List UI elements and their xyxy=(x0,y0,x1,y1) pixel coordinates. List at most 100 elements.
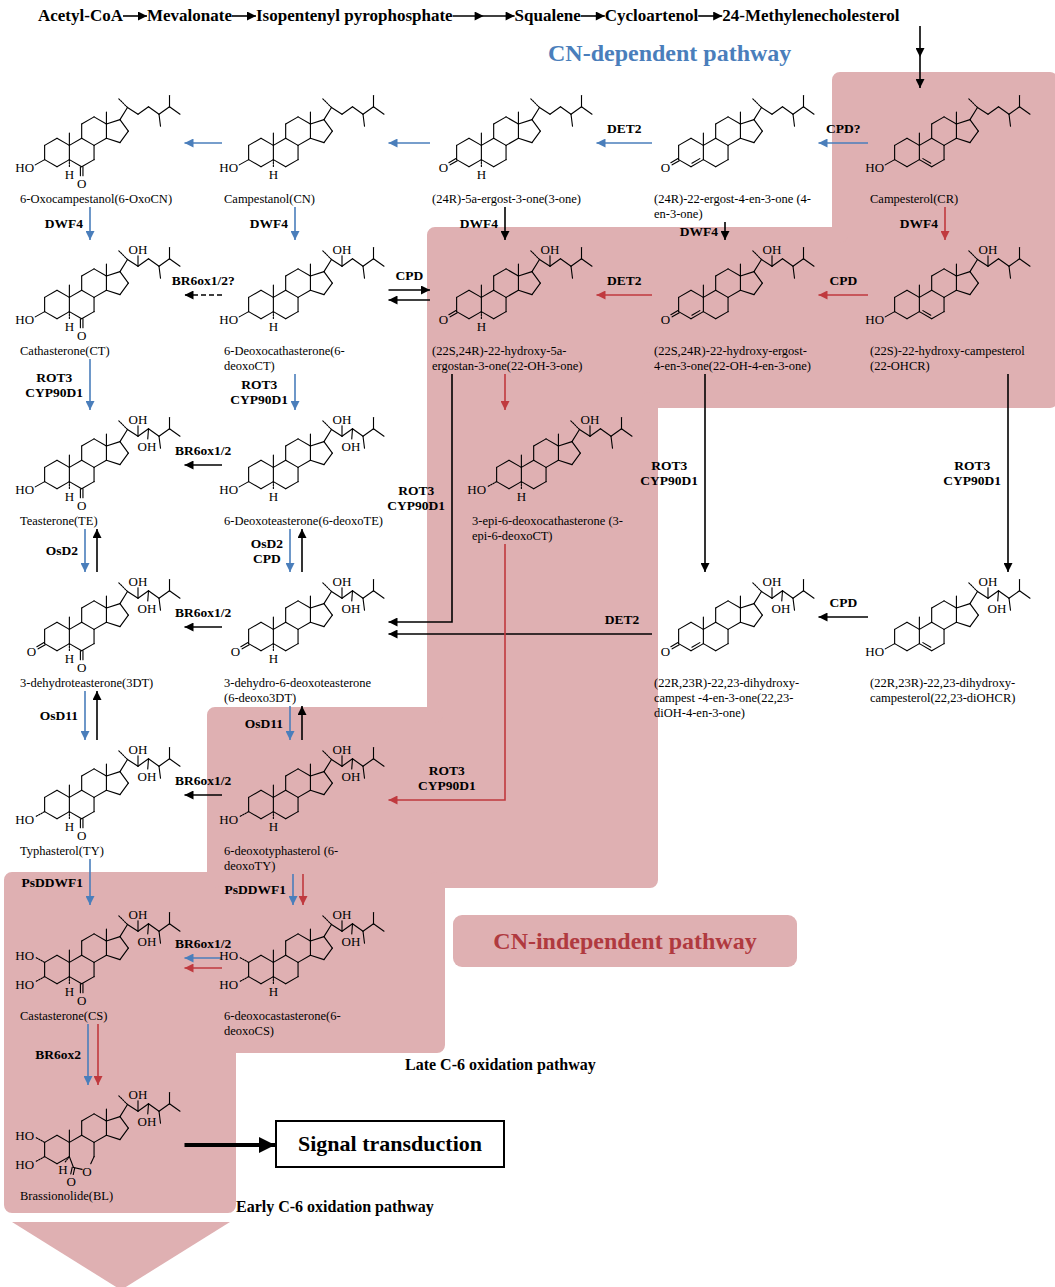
bond xyxy=(106,112,107,124)
bond xyxy=(248,797,249,811)
bond xyxy=(803,580,804,591)
bond xyxy=(273,797,274,811)
bond xyxy=(286,955,298,962)
bond xyxy=(1020,107,1031,115)
bond xyxy=(728,622,740,629)
enzyme-label: DET2 xyxy=(607,121,642,136)
bond xyxy=(923,311,931,316)
bond xyxy=(298,769,310,776)
bond xyxy=(120,260,128,272)
atom-label: OH xyxy=(333,242,352,255)
pathway-arrow xyxy=(725,222,726,240)
bond xyxy=(532,131,540,143)
bond xyxy=(783,591,794,599)
bond xyxy=(106,120,120,124)
atom-label: OH xyxy=(342,770,361,783)
bond xyxy=(728,269,740,276)
bond xyxy=(138,259,149,267)
bond xyxy=(703,312,715,319)
bond xyxy=(310,772,324,776)
bond xyxy=(997,591,999,601)
structure: OHO xyxy=(652,240,819,344)
bond xyxy=(128,108,139,115)
bond xyxy=(93,1142,94,1156)
bond xyxy=(469,290,481,297)
bond xyxy=(1020,591,1031,599)
atom-label: O xyxy=(231,645,240,658)
bond xyxy=(45,290,57,297)
atom-label: OH xyxy=(333,574,352,587)
bond xyxy=(57,290,69,297)
bond xyxy=(323,916,332,925)
bond xyxy=(509,460,521,467)
bond xyxy=(239,482,248,487)
bond xyxy=(44,629,45,643)
bond xyxy=(297,629,298,643)
atom-label: O xyxy=(661,161,670,174)
bond xyxy=(106,434,107,446)
bond xyxy=(82,622,94,629)
bond xyxy=(93,467,94,481)
arrow-line xyxy=(389,299,431,301)
bond xyxy=(783,107,794,115)
enzyme-label: PsDDWF1 xyxy=(22,875,84,890)
bond xyxy=(120,430,128,442)
compound-node: OHOHHOHOH6-deoxocastasterone(6-deoxoCS) xyxy=(222,905,389,1039)
bond xyxy=(69,622,81,629)
bond xyxy=(987,588,988,599)
bond xyxy=(703,617,704,629)
bond xyxy=(374,107,385,115)
bond xyxy=(119,99,128,108)
arrow-line xyxy=(819,294,869,296)
bond xyxy=(169,248,170,259)
arrow-line xyxy=(232,15,256,17)
bond xyxy=(119,751,128,760)
bond xyxy=(373,913,374,924)
bond xyxy=(81,776,82,790)
structure: OHOH xyxy=(430,240,597,344)
bond xyxy=(45,138,57,145)
atom-label: HO xyxy=(15,1157,34,1170)
bond xyxy=(147,1104,149,1114)
bond xyxy=(69,1130,70,1142)
bond xyxy=(249,460,261,467)
bond xyxy=(82,117,94,124)
arrow-line xyxy=(944,207,946,240)
compound-node: OHOHOH3-dehydro-6-deoxoteasterone (6-deo… xyxy=(222,572,389,706)
bond xyxy=(970,108,978,120)
bond xyxy=(93,297,94,311)
bond xyxy=(457,312,469,319)
bond xyxy=(69,785,70,797)
atom-label: H xyxy=(517,490,526,503)
atom-label: HO xyxy=(15,160,34,173)
atom-label: H xyxy=(58,1163,67,1176)
bond xyxy=(342,759,353,767)
bond xyxy=(239,160,248,165)
atom-label: O xyxy=(439,161,448,174)
compound-node: OH(24R)-5a-ergost-3-one(3-one) xyxy=(430,88,597,207)
bond xyxy=(159,766,161,778)
bond xyxy=(138,1104,149,1112)
bond xyxy=(45,460,57,467)
arrow-line xyxy=(301,529,303,572)
bond xyxy=(740,290,754,294)
bond xyxy=(80,984,81,993)
bond xyxy=(753,251,762,260)
bond xyxy=(781,591,783,601)
bond xyxy=(363,107,374,115)
bond xyxy=(969,583,978,592)
bond xyxy=(44,297,45,311)
bond xyxy=(740,272,754,276)
bond xyxy=(956,604,970,608)
bond xyxy=(1009,259,1020,267)
bond xyxy=(273,138,285,145)
structure: OHOHOHO xyxy=(18,572,185,676)
bond xyxy=(138,759,149,767)
compound-name: (22S)-22-hydroxy-campesterol (22-OHCR) xyxy=(868,344,1035,374)
structure: OHOHHOHOHOO xyxy=(18,1085,185,1189)
bond xyxy=(762,260,773,267)
pathway-arrow xyxy=(185,465,223,466)
bond xyxy=(324,453,332,465)
bond xyxy=(803,248,804,259)
bond xyxy=(754,615,762,627)
